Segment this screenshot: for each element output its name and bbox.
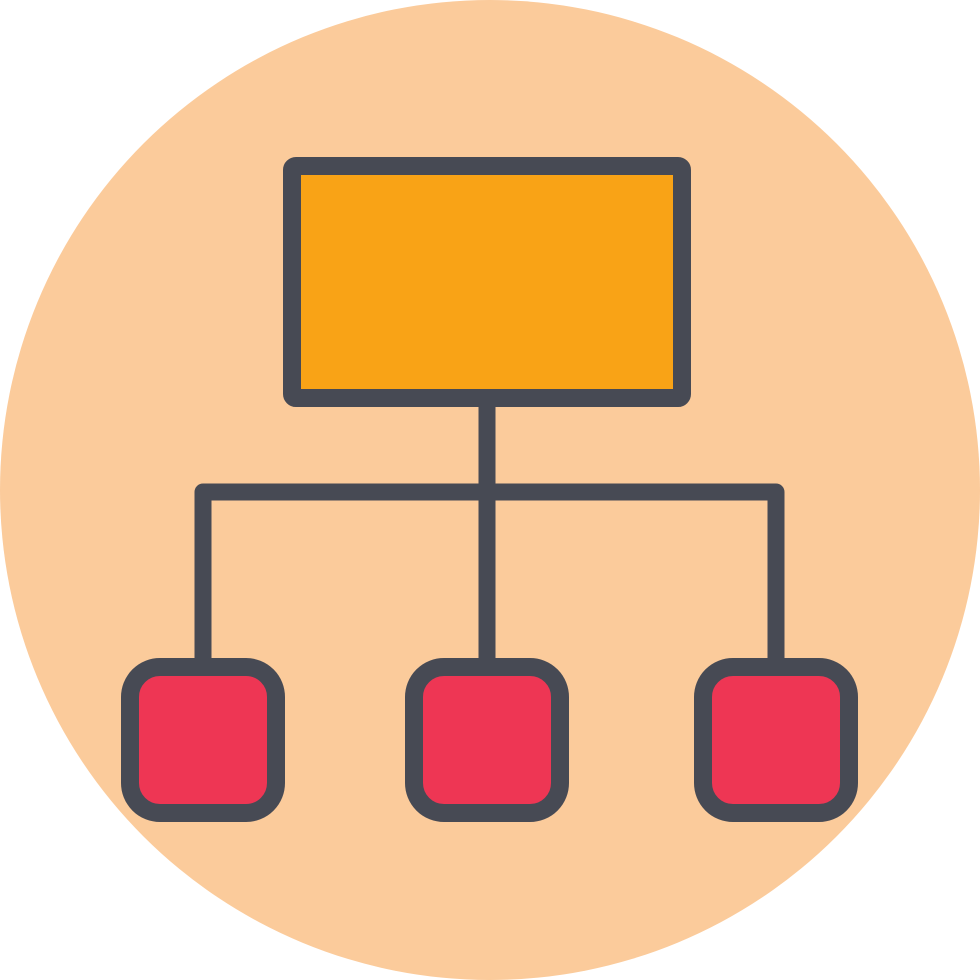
child-node-center (405, 658, 569, 822)
child-node-left (121, 658, 285, 822)
connector-branch (194, 483, 785, 660)
child-node-right (694, 658, 858, 822)
parent-node (283, 157, 691, 407)
connector-lines (194, 405, 785, 660)
